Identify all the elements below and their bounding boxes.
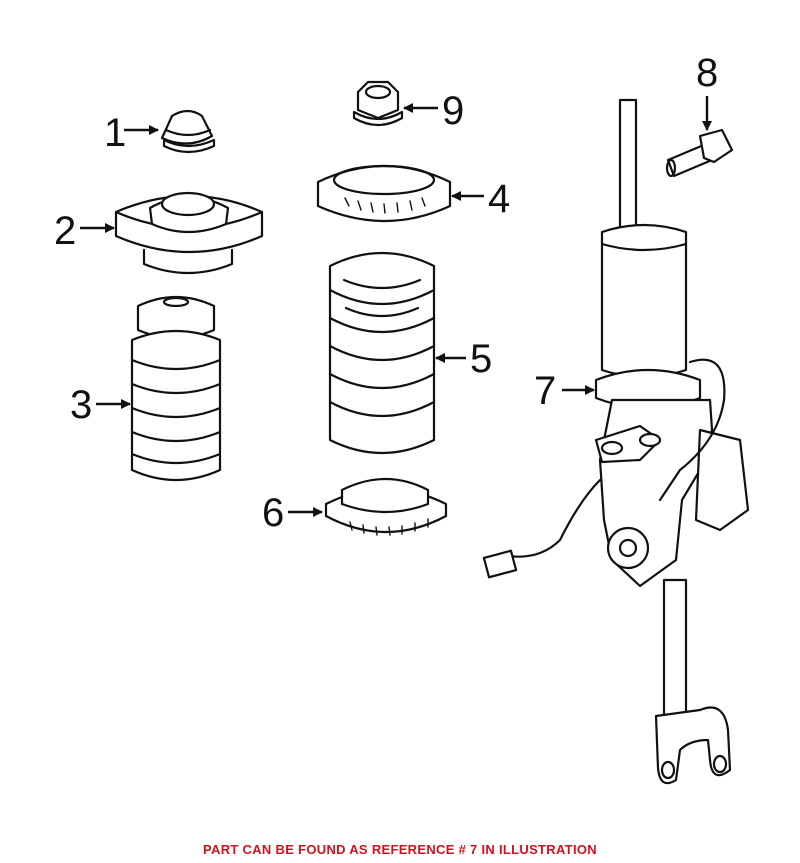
callout-2: 2 [54, 209, 76, 253]
callout-3: 3 [70, 383, 92, 427]
callout-9: 9 [442, 89, 464, 133]
callout-4: 4 [488, 177, 510, 221]
part-2-strut-mount [114, 191, 264, 275]
part-5-coil-spring [328, 252, 436, 454]
part-3-bump-stop [130, 295, 222, 482]
callout-5: 5 [470, 337, 492, 381]
part-9-nut [352, 80, 404, 127]
part-7-strut-assembly [482, 98, 750, 785]
reference-caption: PART CAN BE FOUND AS REFERENCE # 7 IN IL… [203, 842, 597, 857]
callout-7: 7 [534, 369, 556, 413]
callout-8: 8 [696, 51, 718, 95]
part-4-upper-spring-seat [316, 164, 452, 223]
label-arrows [80, 96, 712, 517]
callout-1: 1 [104, 111, 126, 155]
part-8-bolt [665, 128, 734, 178]
callout-6: 6 [262, 491, 284, 535]
part-1-cap [160, 109, 216, 154]
part-6-lower-spring-seat [324, 477, 448, 536]
